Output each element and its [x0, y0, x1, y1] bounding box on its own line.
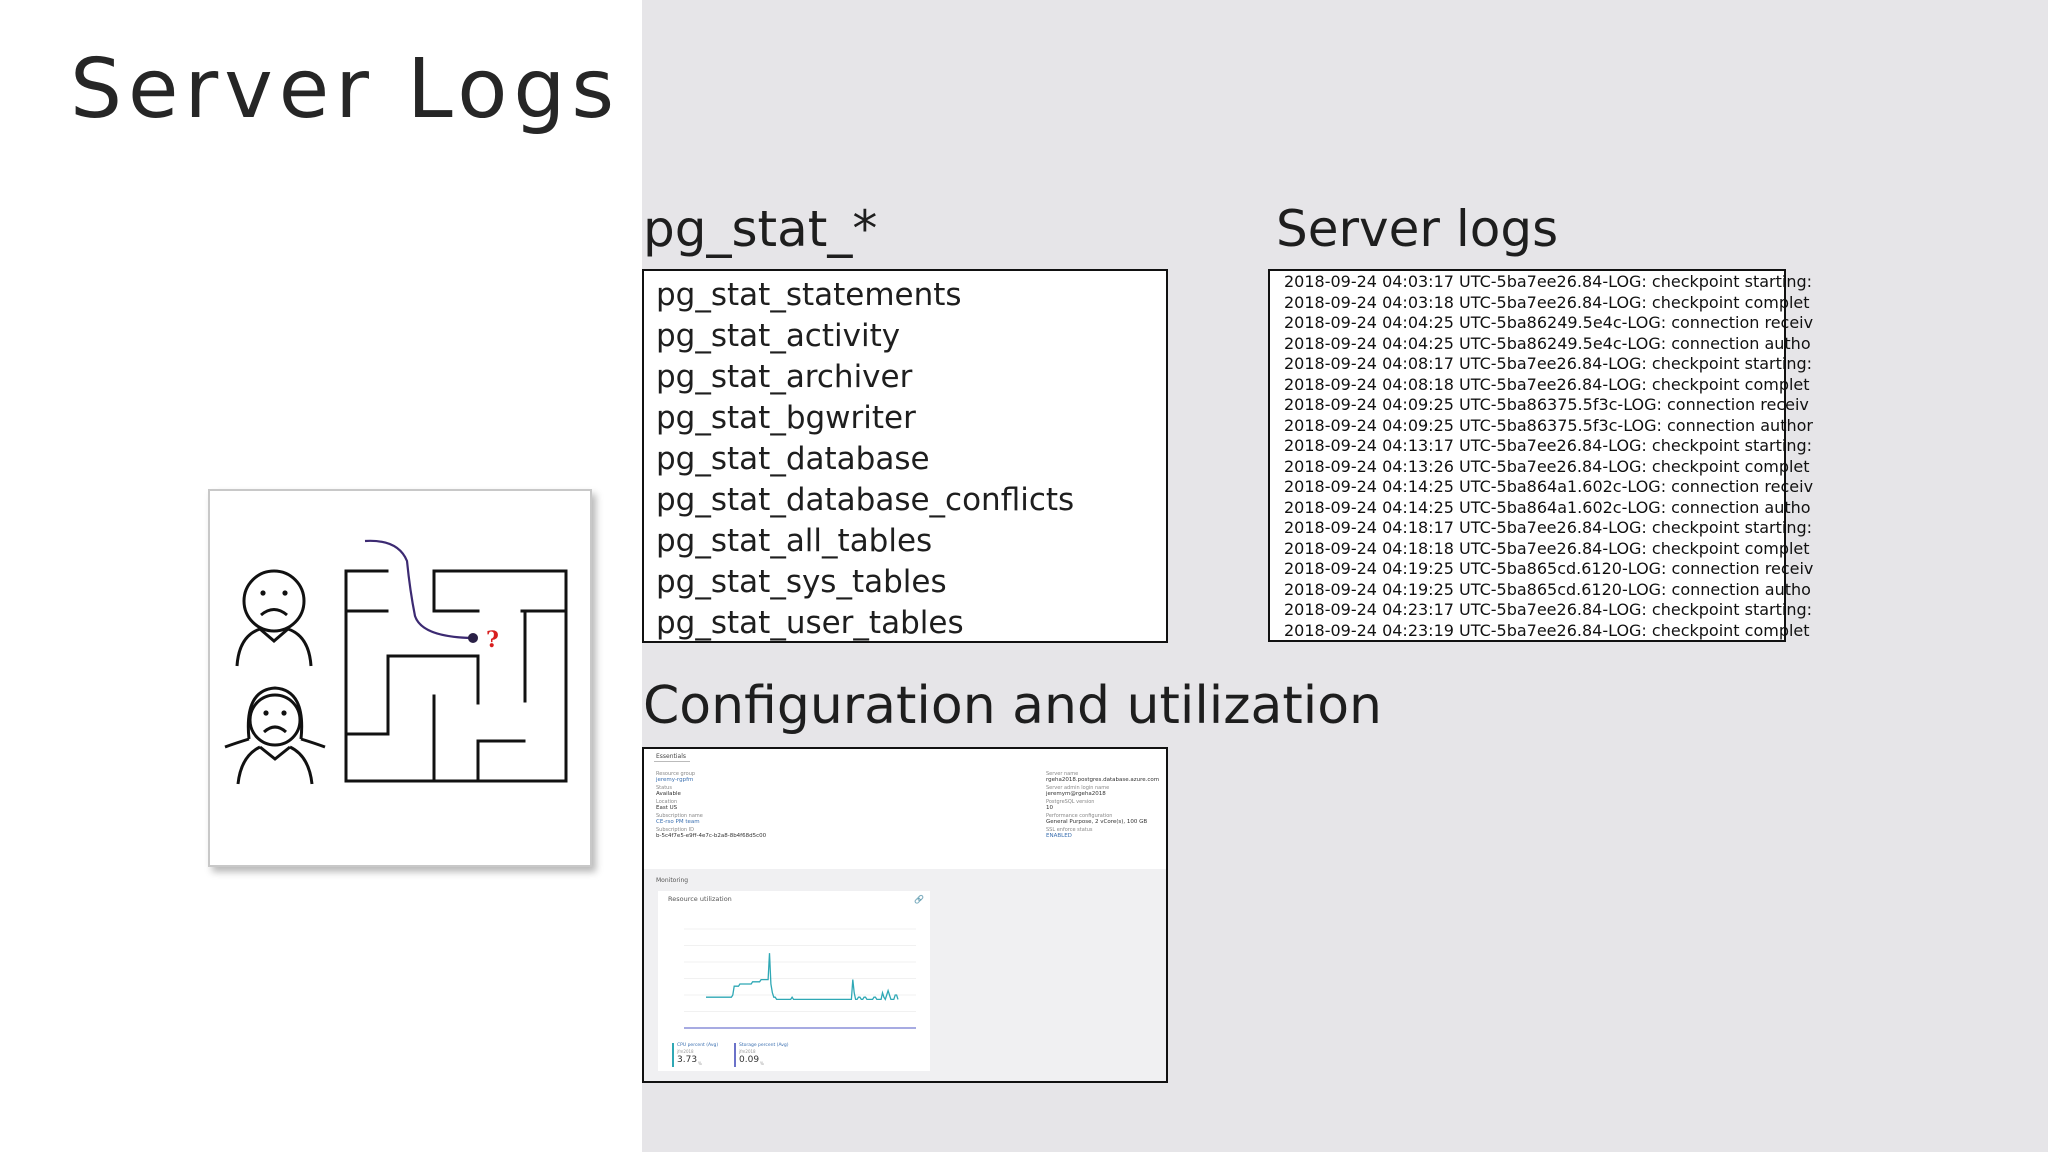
- question-mark-icon: ?: [486, 627, 499, 653]
- essentials-field-value: b-5c4f7e5-e9ff-4e7c-b2a8-8b4f68d5c00: [656, 833, 767, 839]
- log-line: 2018-09-24 04:03:17 UTC-5ba7ee26.84-LOG:…: [1284, 272, 1813, 291]
- log-line: 2018-09-24 04:14:25 UTC-5ba864a1.602c-LO…: [1284, 477, 1814, 496]
- essentials-field-label: Status: [656, 785, 672, 791]
- pin-icon[interactable]: 🔗: [914, 895, 924, 904]
- essentials-field-label: Location: [656, 799, 678, 805]
- pg-stat-item: pg_stat_sys_tables: [656, 564, 947, 600]
- slide-title: Server Logs: [70, 42, 621, 137]
- sad-face-woman-icon: [224, 686, 326, 785]
- pg-stat-item: pg_stat_activity: [656, 318, 901, 354]
- sad-face-man-icon: [235, 569, 313, 667]
- metric-server: jfm2018: [739, 1049, 756, 1054]
- log-line: 2018-09-24 04:14:25 UTC-5ba864a1.602c-LO…: [1284, 497, 1811, 517]
- log-line: 2018-09-24 04:08:18 UTC-5ba7ee26.84-LOG:…: [1284, 374, 1810, 394]
- log-line: 2018-09-24 04:18:17 UTC-5ba7ee26.84-LOG:…: [1284, 518, 1813, 537]
- resource-utilization-card[interactable]: Resource utilization 🔗 CPU percent (Avg)…: [658, 891, 930, 1071]
- pg-stat-heading: pg_stat_*: [643, 200, 878, 258]
- essentials-field-value: jeremym@rgeha2018: [1046, 791, 1106, 797]
- pg-stat-item: pg_stat_archiver: [656, 359, 913, 395]
- pg-stat-item: pg_stat_database: [656, 441, 930, 477]
- pg-stat-item: pg_stat_user_tables: [656, 605, 964, 641]
- log-line: 2018-09-24 04:23:19 UTC-5ba7ee26.84-LOG:…: [1284, 620, 1810, 640]
- maze-svg: ?: [224, 539, 568, 785]
- log-line: 2018-09-24 04:23:17 UTC-5ba7ee26.84-LOG:…: [1284, 600, 1813, 619]
- cpu-series-line: [706, 953, 899, 1001]
- essentials-field-value: Available: [656, 791, 681, 797]
- metric-value: 0.09: [739, 1055, 760, 1065]
- metric-unit: %: [698, 1061, 702, 1066]
- essentials-field-value[interactable]: CE-rso PM team: [656, 819, 700, 825]
- essentials-field-value: rgeha2018.postgres.database.azure.com: [1046, 777, 1160, 783]
- metric-label: Storage percent (Avg): [739, 1043, 789, 1048]
- metric-label: CPU percent (Avg): [677, 1043, 719, 1048]
- log-line: 2018-09-24 04:13:17 UTC-5ba7ee26.84-LOG:…: [1284, 436, 1813, 455]
- metric-server: jfm2018: [677, 1049, 694, 1054]
- essentials-field-value[interactable]: jeremy-rgpfm: [656, 777, 694, 783]
- log-line: 2018-09-24 04:19:25 UTC-5ba865cd.6120-LO…: [1284, 559, 1814, 578]
- maze-illustration: ?: [208, 489, 592, 867]
- metric-unit: %: [760, 1061, 764, 1066]
- essentials-field-label: Server name: [1046, 771, 1079, 777]
- essentials-field-label: Performance configuration: [1046, 813, 1113, 819]
- essentials-field-value: East US: [656, 805, 678, 811]
- log-line: 2018-09-24 04:04:25 UTC-5ba86249.5e4c-LO…: [1284, 313, 1814, 332]
- essentials-field-value: 10: [1046, 805, 1053, 811]
- pg-stat-item: pg_stat_database_conflicts: [656, 482, 1075, 518]
- pg-stat-item: pg_stat_bgwriter: [656, 400, 916, 436]
- log-line: 2018-09-24 04:18:18 UTC-5ba7ee26.84-LOG:…: [1284, 538, 1810, 558]
- essentials-field-value: General Purpose, 2 vCore(s), 100 GB: [1046, 819, 1148, 825]
- pg-stat-list: pg_stat_statements pg_stat_activity pg_sta…: [642, 269, 1168, 643]
- log-line: 2018-09-24 04:13:26 UTC-5ba7ee26.84-LOG:…: [1284, 456, 1810, 476]
- essentials-field-label: Subscription name: [656, 813, 703, 819]
- pg-stat-item: pg_stat_statements: [656, 277, 962, 313]
- pg-stat-item: pg_stat_all_tables: [656, 523, 933, 559]
- log-line: 2018-09-24 04:09:25 UTC-5ba86375.5f3c-LO…: [1284, 395, 1809, 414]
- essentials-field-label: Server admin login name: [1046, 785, 1110, 791]
- metric-color-bar: [672, 1043, 674, 1067]
- server-logs-heading: Server logs: [1276, 200, 1559, 258]
- essentials-field-label: Resource group: [656, 771, 696, 777]
- log-line: 2018-09-24 04:04:25 UTC-5ba86249.5e4c-LO…: [1284, 333, 1811, 353]
- log-line: 2018-09-24 04:19:25 UTC-5ba865cd.6120-LO…: [1284, 579, 1811, 599]
- essentials-tab[interactable]: Essentials: [654, 753, 691, 762]
- utilization-chart: [684, 928, 916, 1029]
- metric-value: 3.73: [677, 1055, 698, 1065]
- essentials-field-label: Subscription ID: [656, 827, 694, 833]
- resource-utilization-title: Resource utilization: [668, 895, 732, 903]
- log-line: 2018-09-24 04:03:18 UTC-5ba7ee26.84-LOG:…: [1284, 292, 1810, 312]
- log-line: 2018-09-24 04:08:17 UTC-5ba7ee26.84-LOG:…: [1284, 354, 1813, 373]
- config-heading: Configuration and utilization: [643, 676, 1382, 736]
- essentials-field-value[interactable]: ENABLED: [1046, 833, 1072, 839]
- essentials-field-label: SSL enforce status: [1046, 827, 1093, 833]
- essentials-field-label: PostgreSQL version: [1046, 799, 1095, 805]
- wandering-path-icon: [364, 539, 478, 643]
- server-log-view[interactable]: 2018-09-24 04:03:17 UTC-5ba7ee26.84-LOG:…: [1268, 269, 1814, 642]
- log-line: 2018-09-24 04:09:25 UTC-5ba86375.5f3c-LO…: [1284, 415, 1813, 435]
- monitoring-label: Monitoring: [656, 877, 689, 884]
- metric-color-bar: [734, 1043, 736, 1067]
- maze-icon: [344, 569, 568, 783]
